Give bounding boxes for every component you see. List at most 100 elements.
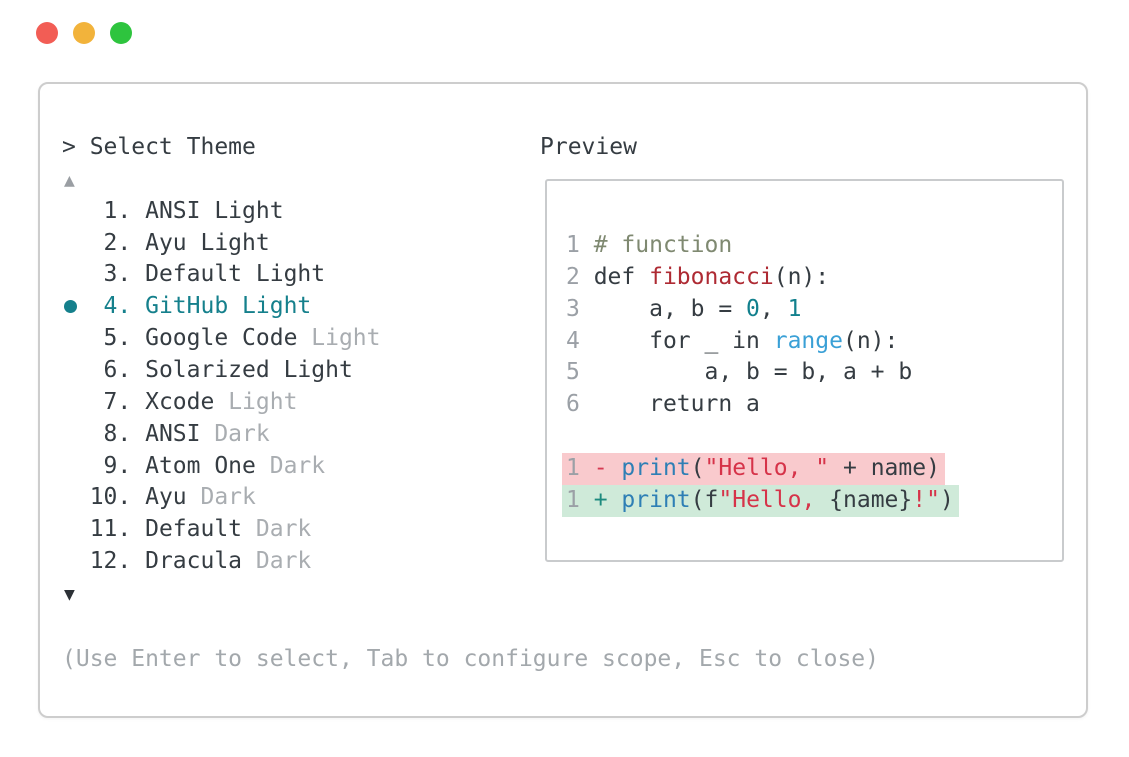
theme-item-variant: Light — [214, 388, 298, 415]
theme-item-number: 9. — [62, 452, 146, 479]
theme-item-2[interactable]: 2. Ayu Light — [62, 228, 532, 260]
theme-picker-dialog: > Select Theme ▲ 1. ANSI Light 2. Ayu Li… — [38, 82, 1088, 718]
line-number: 3 — [566, 295, 594, 322]
code-token — [608, 455, 622, 481]
code-token: - — [593, 455, 608, 482]
theme-item-name: ANSI — [145, 420, 201, 447]
theme-item-12[interactable]: 12. Dracula Dark — [62, 546, 532, 578]
theme-item-1[interactable]: 1. ANSI Light — [62, 196, 532, 228]
theme-item-variant: Dark — [186, 484, 256, 511]
theme-item-number: 6. — [62, 357, 146, 384]
code-token: fibonacci — [649, 263, 774, 290]
code-token: (n): — [773, 263, 830, 290]
theme-item-name: Atom One — [145, 452, 256, 479]
code-line-4: 4 for _ in range(n): — [547, 326, 1062, 358]
scroll-down-icon[interactable]: ▼ — [64, 584, 75, 606]
theme-item-variant: Dark — [242, 548, 312, 575]
theme-item-name: Default — [145, 516, 243, 543]
theme-item-name: Default Light — [145, 261, 326, 288]
theme-item-variant: Dark — [255, 452, 326, 479]
selected-item-bullet — [64, 300, 77, 314]
theme-item-5[interactable]: 5. Google Code Light — [62, 323, 532, 355]
code-token: return a — [593, 391, 760, 418]
code-token: 0 — [746, 295, 760, 322]
theme-item-variant: Light — [297, 325, 381, 352]
code-token: (f — [690, 486, 719, 513]
window-controls — [36, 22, 132, 44]
theme-item-number: 12. — [62, 548, 146, 575]
theme-list: 1. ANSI Light 2. Ayu Light 3. Default Li… — [62, 196, 532, 578]
code-token: a, b = — [593, 295, 747, 322]
code-line-8: 1 - print("Hello, " + name) — [547, 453, 1062, 485]
code-token: + name) — [829, 455, 940, 482]
line-number: 1 — [566, 232, 594, 258]
code-token: !" — [912, 486, 940, 513]
theme-item-6[interactable]: 6. Solarized Light — [62, 355, 532, 387]
code-line-5: 5 a, b = b, a + b — [547, 357, 1062, 389]
theme-item-3[interactable]: 3. Default Light — [62, 259, 532, 291]
zoom-button[interactable] — [110, 22, 132, 44]
theme-item-name: Dracula — [145, 548, 243, 575]
code-token: "Hello, — [718, 486, 830, 513]
line-number: 2 — [566, 263, 594, 290]
code-token: + — [593, 486, 608, 513]
code-line-1: 1 # function — [547, 230, 1062, 262]
close-button[interactable] — [36, 22, 58, 44]
theme-item-name: Solarized Light — [145, 357, 353, 384]
theme-item-number: 1. — [62, 197, 146, 224]
line-number: 6 — [566, 391, 594, 418]
theme-item-number: 4. — [62, 293, 146, 320]
theme-item-number: 3. — [62, 261, 146, 288]
scroll-up-indicator-row[interactable]: ▲ — [62, 164, 532, 196]
code-token: # function — [593, 232, 733, 258]
line-number: 1 — [566, 455, 594, 482]
code-line-3: 3 a, b = 0, 1 — [547, 294, 1062, 326]
theme-item-7[interactable]: 7. Xcode Light — [62, 387, 532, 419]
code-token: range — [773, 327, 843, 354]
code-token: ( — [690, 455, 705, 482]
code-token: print — [621, 455, 691, 482]
theme-item-number: 8. — [62, 420, 146, 447]
code-token: "Hello, " — [704, 455, 830, 482]
preview-heading: Preview — [540, 134, 637, 160]
theme-item-number: 2. — [62, 229, 146, 256]
scroll-down-indicator-row[interactable]: ▼ — [62, 578, 532, 610]
code-token: ) — [939, 486, 954, 513]
theme-list-column: > Select Theme ▲ 1. ANSI Light 2. Ayu Li… — [62, 132, 532, 610]
code-token: 1 — [787, 295, 802, 322]
theme-item-name: Xcode — [145, 388, 215, 415]
code-token: print — [621, 486, 691, 513]
minimize-button[interactable] — [73, 22, 95, 44]
theme-item-number: 5. — [62, 325, 146, 352]
theme-item-name: Ayu — [145, 484, 187, 511]
code-line-6: 6 return a — [547, 389, 1062, 421]
theme-item-11[interactable]: 11. Default Dark — [62, 514, 532, 546]
scroll-up-icon[interactable]: ▲ — [64, 169, 75, 191]
theme-item-variant: Dark — [242, 516, 312, 543]
theme-item-number: 10. — [62, 484, 146, 511]
theme-item-10[interactable]: 10. Ayu Dark — [62, 482, 532, 514]
theme-item-variant: Dark — [200, 420, 270, 447]
theme-item-name: Google Code — [145, 325, 298, 352]
code-line-2: 2 def fibonacci(n): — [547, 262, 1062, 294]
theme-item-8[interactable]: 8. ANSI Dark — [62, 419, 532, 451]
theme-item-name: GitHub Light — [145, 293, 312, 320]
code-token: (n): — [842, 327, 899, 354]
theme-item-name: ANSI Light — [145, 197, 284, 224]
theme-item-number: 11. — [62, 516, 146, 543]
theme-item-4[interactable]: 4. GitHub Light — [62, 291, 532, 323]
theme-item-9[interactable]: 9. Atom One Dark — [62, 451, 532, 483]
keyboard-help-text: (Use Enter to select, Tab to configure s… — [62, 646, 879, 672]
line-number: 5 — [566, 359, 594, 386]
code-line-7 — [547, 421, 1062, 453]
line-number: 1 — [566, 486, 594, 513]
code-line-9: 1 + print(f"Hello, {name}!") — [547, 484, 1062, 517]
code-token: , — [759, 295, 788, 322]
code-token: def — [593, 263, 650, 290]
line-number: 4 — [566, 327, 594, 354]
select-theme-prompt: > Select Theme — [62, 134, 256, 160]
code-token: a, b = b, a + b — [593, 359, 913, 386]
theme-item-number: 7. — [62, 388, 146, 415]
theme-item-name: Ayu Light — [145, 229, 270, 256]
